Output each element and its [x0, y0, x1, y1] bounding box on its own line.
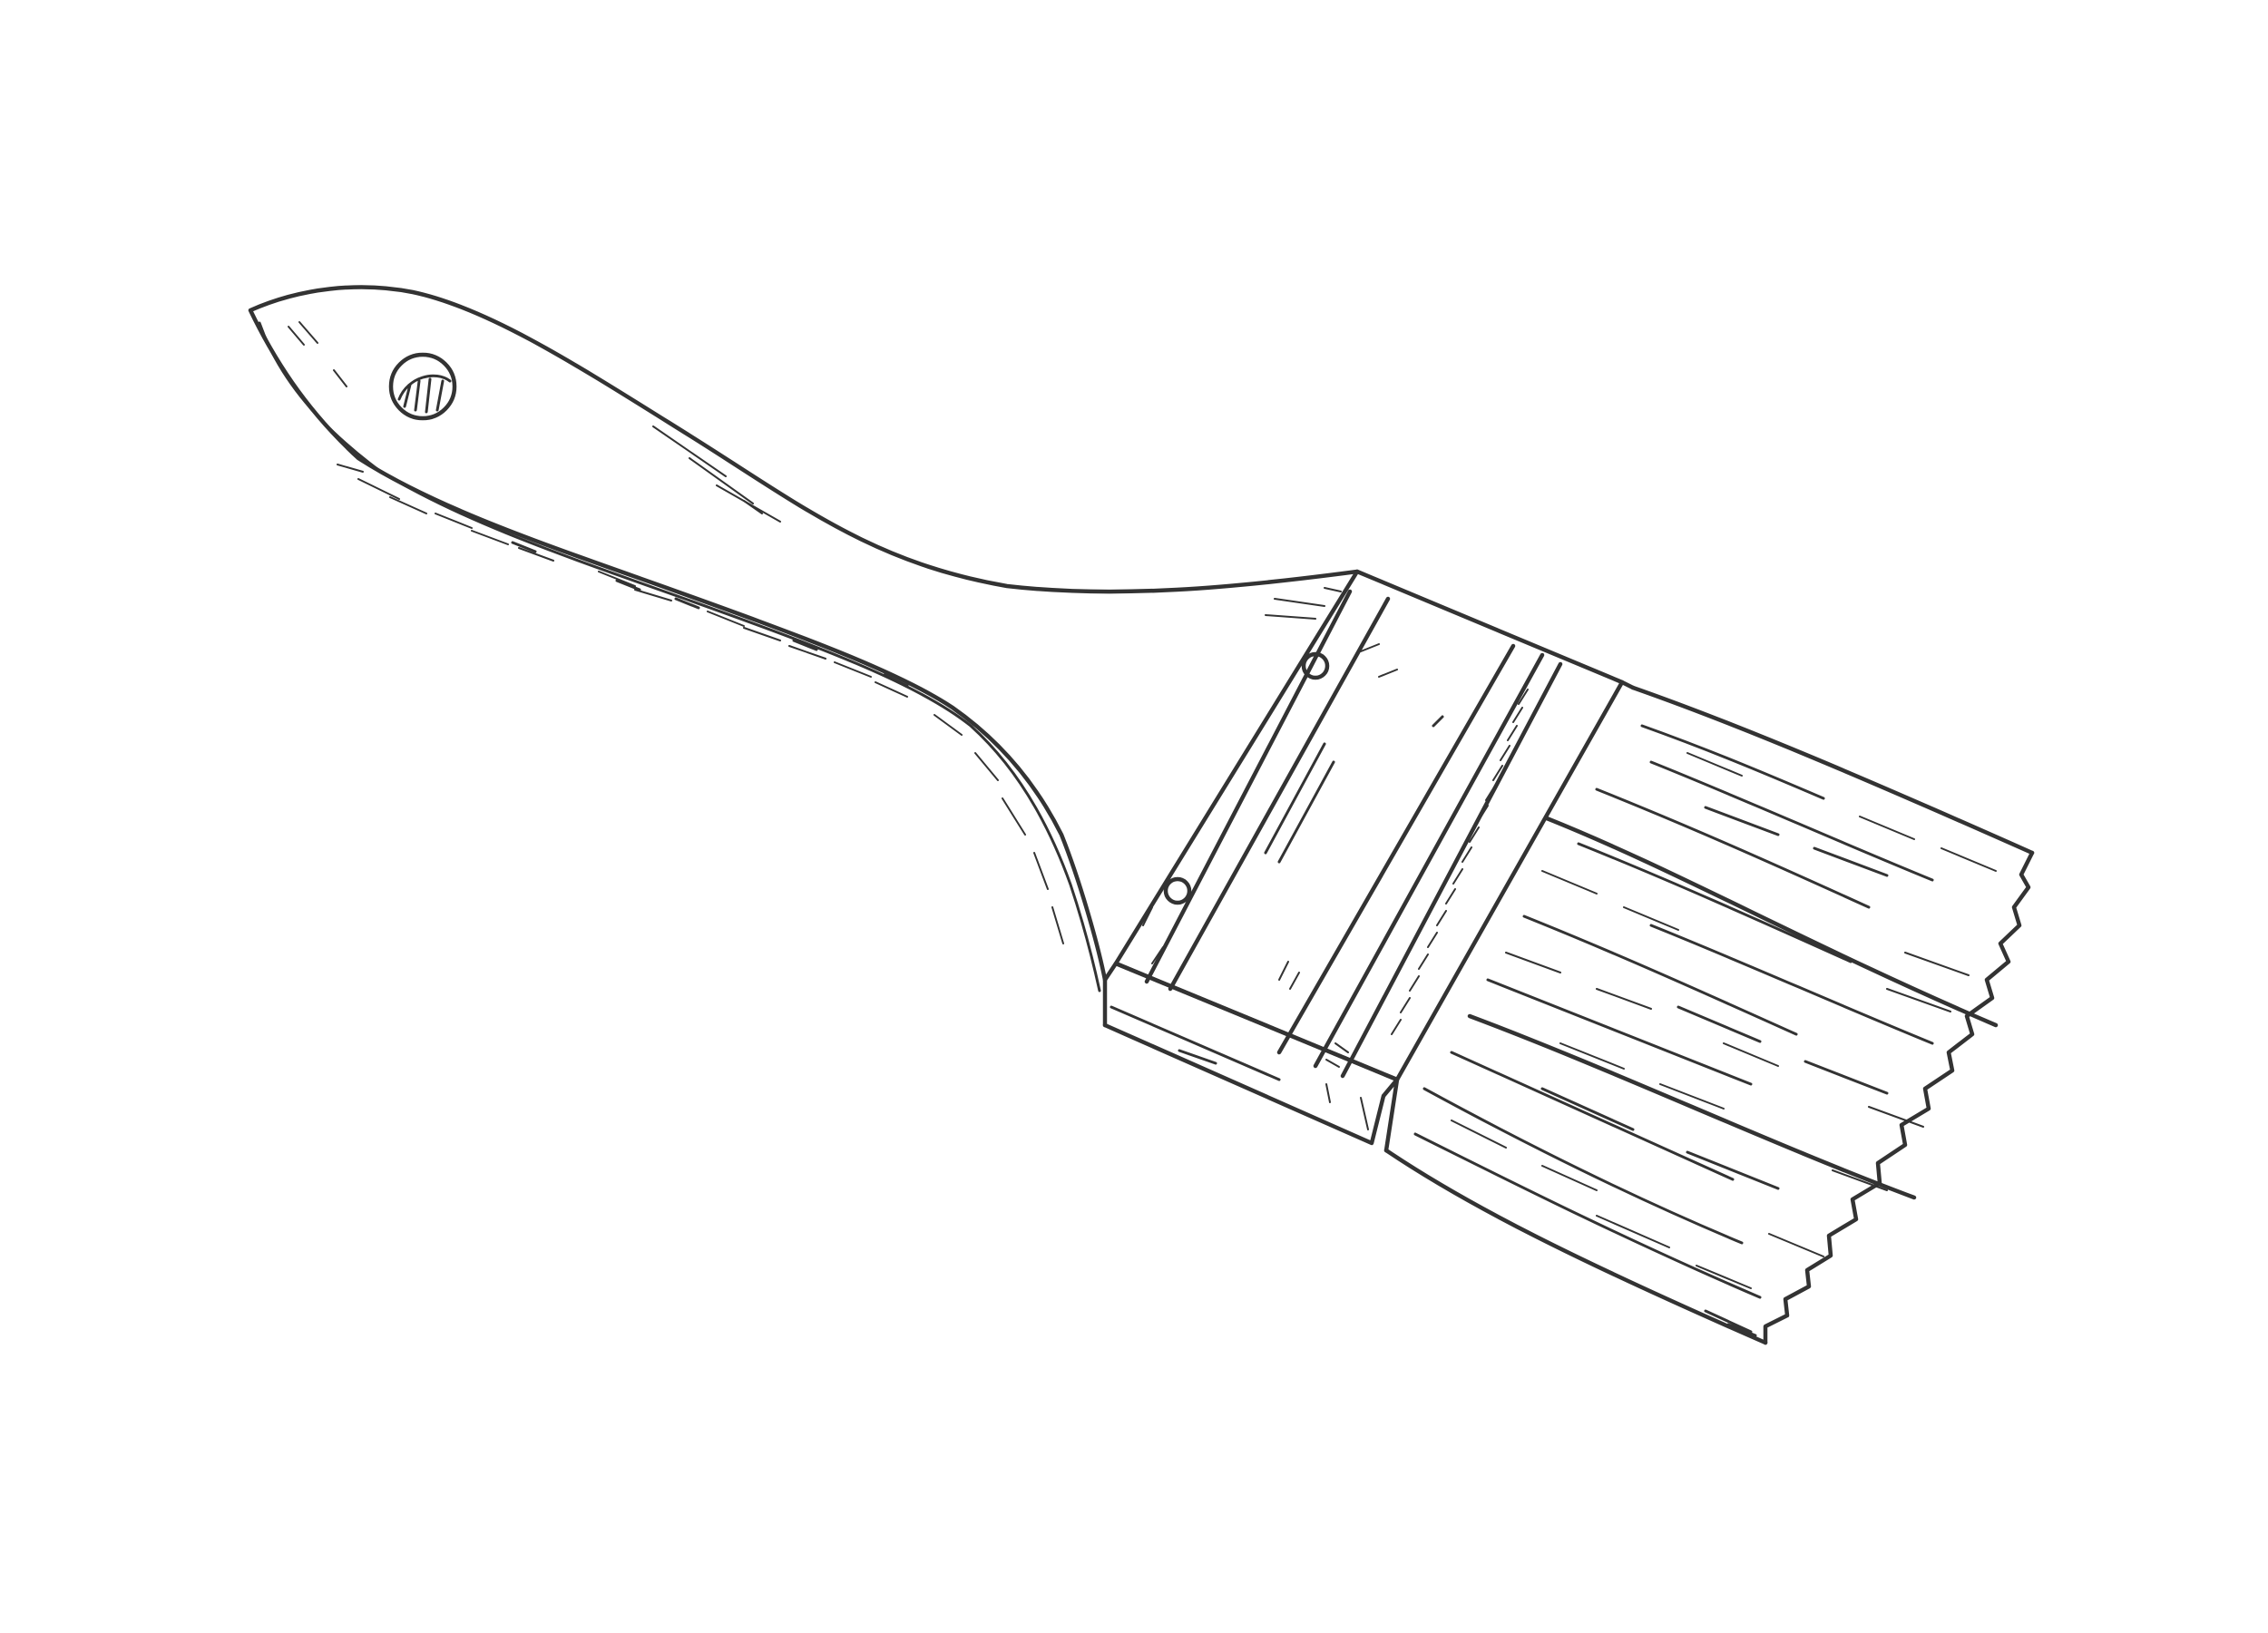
handle-hole-inner — [397, 374, 452, 414]
ferrule-rivet-top — [1301, 651, 1330, 680]
brush-handle — [248, 285, 1360, 1028]
brush-bristles — [1383, 680, 2035, 1345]
bristles-root-edge — [1383, 680, 1636, 1153]
handle-underside-contour — [258, 321, 1101, 993]
bristles-bottom-edge — [1383, 1148, 1768, 1345]
bristle-strokes — [1413, 724, 1997, 1337]
ferrule-band-edge — [1340, 661, 1563, 1079]
handle-outline — [248, 285, 1360, 1028]
bristles-tip-edge — [1763, 850, 2035, 1345]
ferrule-crimp-right — [1168, 596, 1391, 992]
bristles-division — [1467, 816, 1999, 1200]
ferrule-band-right — [1313, 652, 1545, 1069]
brush-ferrule — [1102, 569, 1625, 1146]
ferrule-front-face-inner — [1110, 1005, 1281, 1081]
ferrule-crimp-left — [1144, 589, 1353, 984]
handle-hole — [388, 352, 457, 421]
ferrule-crimp-hatching — [1325, 670, 1534, 1068]
bristles-top-edge — [1630, 685, 2035, 856]
ferrule-rivet-bottom — [1163, 876, 1192, 905]
ferrule-band-left — [1276, 643, 1516, 1055]
handle-highlights — [288, 321, 1342, 620]
handle-underside-hatching — [337, 464, 1064, 944]
ferrule-front-face — [1102, 961, 1400, 1146]
ferrule-shading — [1142, 643, 1444, 1130]
